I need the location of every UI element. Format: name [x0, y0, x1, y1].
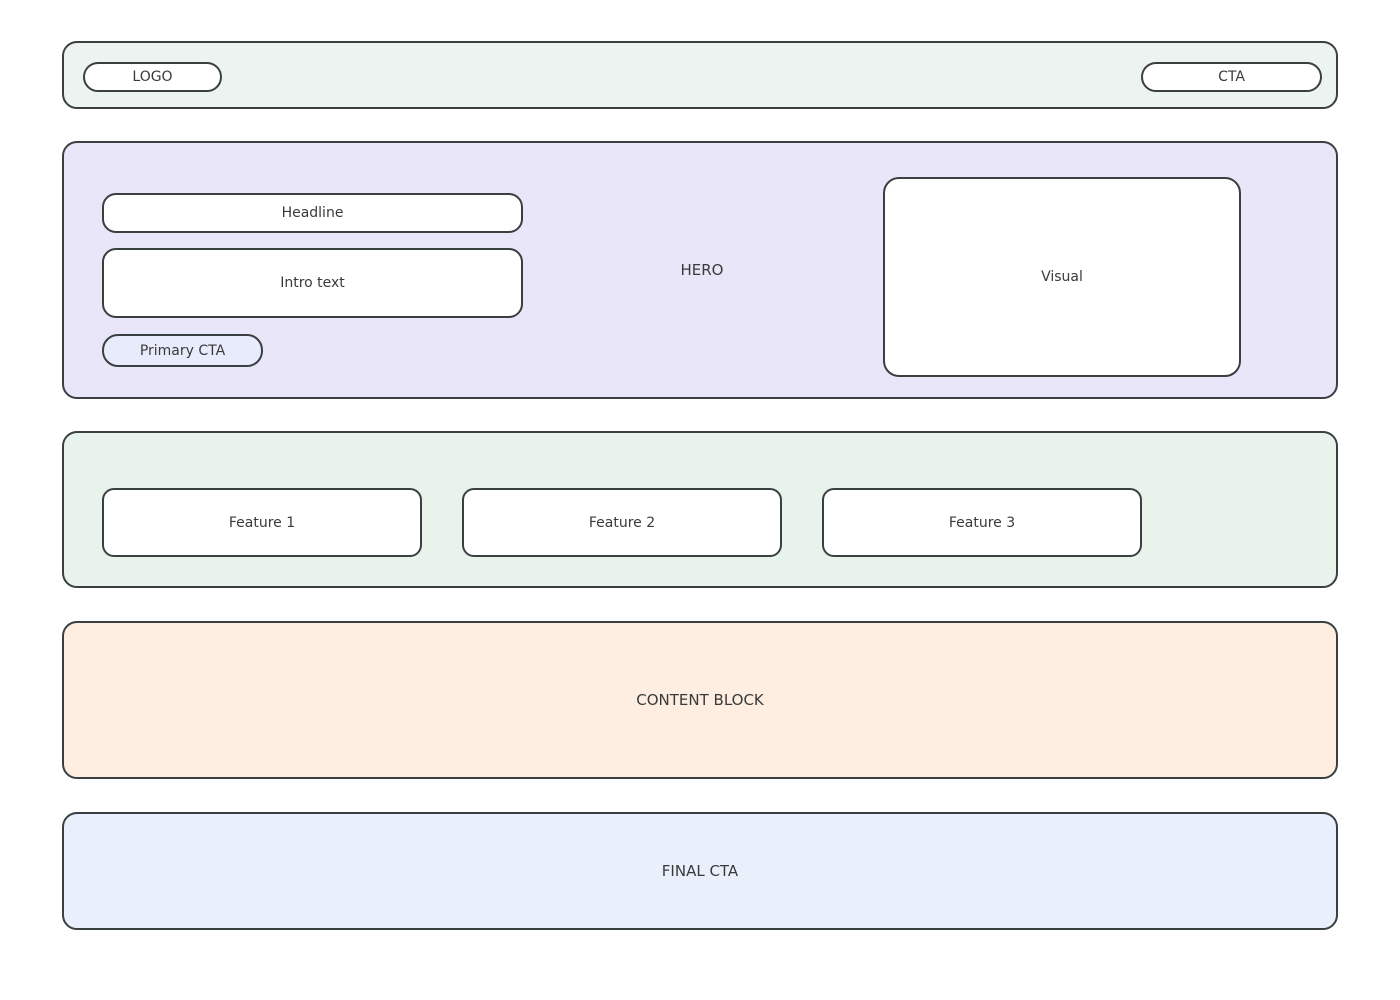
topbar-section: LOGO CTA	[62, 41, 1338, 109]
headline-label: Headline	[281, 205, 344, 221]
hero-visual-placeholder: Visual	[883, 177, 1241, 377]
feature-3-label: Feature 3	[948, 514, 1016, 531]
features-section: Feature 1 Feature 2 Feature 3	[62, 431, 1338, 588]
logo-label: LOGO	[132, 69, 173, 85]
topbar-cta-label: CTA	[1218, 69, 1245, 85]
final-cta-label: FINAL CTA	[661, 862, 739, 880]
feature-card-2: Feature 2	[462, 488, 782, 557]
feature-card-1: Feature 1	[102, 488, 422, 557]
content-block-label: CONTENT BLOCK	[636, 691, 764, 709]
primary-cta-button[interactable]: Primary CTA	[102, 334, 263, 367]
headline-placeholder: Headline	[102, 193, 523, 233]
final-cta-section[interactable]: FINAL CTA	[62, 812, 1338, 930]
feature-1-label: Feature 1	[228, 514, 296, 531]
hero-section-label: HERO	[680, 261, 724, 279]
content-block-section: CONTENT BLOCK	[62, 621, 1338, 779]
intro-text-label: Intro text	[280, 275, 345, 291]
intro-text-placeholder: Intro text	[102, 248, 523, 318]
primary-cta-label: Primary CTA	[139, 342, 226, 359]
hero-visual-label: Visual	[1041, 269, 1083, 285]
feature-2-label: Feature 2	[588, 514, 656, 531]
hero-section: Headline Intro text Primary CTA HERO Vis…	[62, 141, 1338, 399]
topbar-cta-button[interactable]: CTA	[1141, 62, 1322, 92]
feature-card-3: Feature 3	[822, 488, 1142, 557]
logo[interactable]: LOGO	[83, 62, 222, 92]
